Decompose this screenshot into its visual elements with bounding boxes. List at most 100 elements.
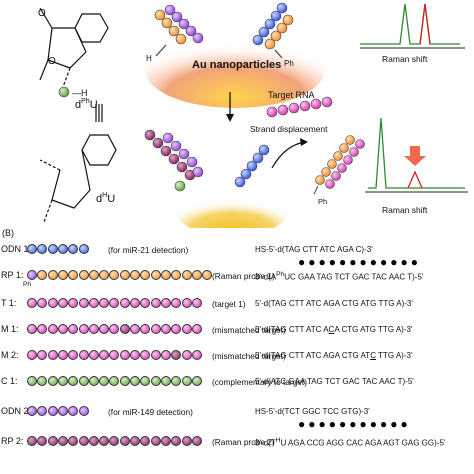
sequence-name: ODN 2: — [1, 406, 32, 416]
bead — [47, 298, 58, 308]
bead — [160, 298, 171, 308]
bead — [140, 350, 151, 360]
bead — [27, 244, 37, 254]
bead — [68, 376, 79, 386]
dhu-label: dHU — [96, 192, 115, 205]
bead — [57, 270, 68, 280]
sequence-name: M 1: — [1, 324, 19, 334]
bead — [99, 324, 110, 334]
bead — [109, 436, 120, 446]
sequence-text: 5'-d(ATC GAA TAG TCT GAC TAC AAC T)-5' — [255, 377, 414, 386]
bead — [37, 406, 48, 416]
bead — [78, 406, 89, 416]
sequence-row: M 2:(mismatched target)5'-d(TAG CTT ATC … — [0, 348, 474, 368]
bead — [130, 324, 140, 334]
probe-left-strand — [154, 4, 204, 57]
bead — [88, 298, 99, 308]
bead — [119, 298, 130, 308]
bead — [57, 298, 68, 308]
bead — [171, 324, 182, 334]
sequence-name: C 1: — [1, 376, 18, 386]
sequence-text: HS-5'-d(TCT GGC TCC GTG)-3' — [255, 407, 370, 416]
bead — [191, 298, 202, 308]
structure-dhu — [39, 86, 117, 223]
bead — [47, 244, 58, 254]
bead — [27, 270, 37, 280]
target-rna-label: Target RNA — [268, 90, 315, 100]
bead — [140, 270, 151, 280]
sequence-name: RP 1: — [1, 270, 24, 280]
bead — [88, 350, 99, 360]
bead — [119, 376, 130, 386]
bead — [181, 324, 192, 334]
bead — [78, 298, 89, 308]
sequence-row: RP 2:(Raman probe 2)3'-d(THU AGA CCG AGG… — [0, 434, 474, 454]
atom-h: H — [146, 54, 152, 63]
bead — [57, 376, 68, 386]
bead — [37, 244, 48, 254]
bead — [88, 376, 99, 386]
bead — [88, 324, 99, 334]
bead — [171, 436, 182, 446]
bead — [78, 436, 89, 446]
bead — [109, 270, 120, 280]
atom-o: O — [48, 56, 56, 67]
sequence-description: (complementary to target) — [212, 377, 307, 387]
bead — [171, 270, 182, 280]
bead — [160, 376, 171, 386]
bead — [68, 324, 79, 334]
bead — [27, 376, 37, 386]
bead — [130, 298, 140, 308]
bead — [47, 406, 58, 416]
bead — [150, 436, 161, 446]
bead — [181, 270, 192, 280]
bead — [191, 350, 202, 360]
probe-bottom-left — [144, 129, 204, 192]
bead — [57, 324, 68, 334]
sequence-row: ODN 2:(for miR-149 detection)HS-5'-d(TCT… — [0, 404, 474, 430]
bead — [119, 350, 130, 360]
bead — [130, 270, 140, 280]
bead — [57, 406, 68, 416]
bead — [47, 436, 58, 446]
raman-shift-label-bottom: Raman shift — [382, 205, 428, 215]
target-rna-beads — [266, 96, 333, 118]
bead — [140, 376, 151, 386]
curved-arrow — [271, 141, 306, 169]
bead — [78, 350, 89, 360]
bead — [109, 298, 120, 308]
bead — [27, 350, 37, 360]
bead — [181, 376, 192, 386]
bead — [181, 350, 192, 360]
bead — [140, 436, 151, 446]
bead — [78, 244, 89, 254]
sequence-row: C 1: (complementary to target)5'-d(ATC GA… — [0, 374, 474, 394]
bead — [47, 376, 58, 386]
sequence-text: 5'-d(TAG CTT ATC ACA CTG ATG TTG A)-3' — [255, 325, 413, 334]
bead — [140, 324, 151, 334]
bead — [191, 270, 202, 280]
sequence-text: HS-5'-d(TAG CTT ATC AGA C)-3' — [255, 245, 373, 254]
bead — [37, 350, 48, 360]
bead — [181, 436, 192, 446]
bead — [37, 298, 48, 308]
bead — [57, 436, 68, 446]
sequence-row: RP 1:Ph(Raman probe 1)3'-d(APhUC GAA TAG… — [0, 268, 474, 288]
arrow-down-head — [226, 114, 234, 122]
sequence-text: 3'-d(APhUC GAA TAG TCT GAC TAC AAC T)-5' — [255, 271, 424, 282]
sequence-name: M 2: — [1, 350, 19, 360]
ph-substituent: Ph — [23, 281, 31, 288]
bead — [68, 350, 79, 360]
bead — [150, 298, 161, 308]
bead — [150, 376, 161, 386]
bead — [150, 350, 161, 360]
bead — [37, 270, 48, 280]
bead — [99, 270, 110, 280]
bead — [27, 324, 37, 334]
bead — [171, 350, 182, 360]
bead — [191, 376, 202, 386]
bead — [47, 270, 58, 280]
bead — [160, 350, 171, 360]
bead — [99, 376, 110, 386]
sequence-row: ODN 1:(for miR-21 detection)HS-5'-d(TAG … — [0, 242, 474, 268]
